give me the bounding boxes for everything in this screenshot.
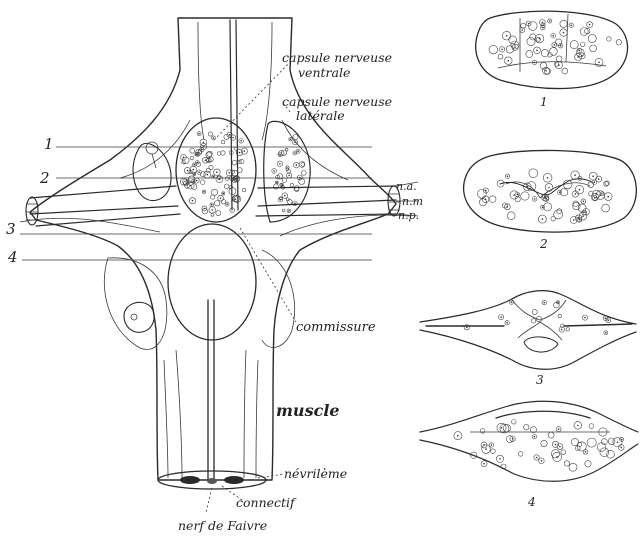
label-nm: n.m xyxy=(402,195,423,208)
section-number-left-3: 3 xyxy=(6,220,16,238)
cross-section-3: 3 xyxy=(420,291,636,387)
label-commissure: commissure xyxy=(296,320,376,335)
cross-section-2: 2 xyxy=(464,150,637,251)
commissure-oval xyxy=(168,224,256,340)
main-ganglion xyxy=(20,18,418,512)
section-number-right-2: 2 xyxy=(539,237,548,251)
label-np: n.p. xyxy=(398,209,419,222)
connective-line-left xyxy=(230,20,232,210)
label-muscle: muscle xyxy=(276,401,340,420)
left-lateral-capsule xyxy=(133,143,171,200)
section-number-right-4: 4 xyxy=(527,495,536,509)
label-capsule-ventrale-1: capsule nerveuse xyxy=(282,50,392,65)
ventral-capsule xyxy=(176,118,256,222)
cross-section-1: 1 xyxy=(476,11,628,109)
label-nevrileme: névrilème xyxy=(284,466,347,481)
label-nerf-de-faivre: nerf de Faivre xyxy=(178,518,267,533)
label-capsule-ventrale-2: ventrale xyxy=(298,65,350,80)
label-capsule-laterale-2: latérale xyxy=(296,108,345,123)
ganglion-outline xyxy=(30,18,396,480)
label-capsule-laterale-1: capsule nerveuse xyxy=(282,94,392,109)
lateral-capsule-right xyxy=(264,121,310,222)
section-number-left-4: 4 xyxy=(7,248,18,266)
section-number-left-1: 1 xyxy=(44,135,54,153)
cross-section-4: 4 xyxy=(420,401,638,509)
section-number-left-2: 2 xyxy=(39,169,50,187)
section-number-right-1: 1 xyxy=(540,95,548,109)
left-lateral-nerve xyxy=(26,186,180,226)
label-na: n.a. xyxy=(396,180,417,193)
right-lateral-nerve xyxy=(256,186,400,216)
section-number-right-3: 3 xyxy=(536,373,544,387)
label-connectif: connectif xyxy=(236,495,297,510)
